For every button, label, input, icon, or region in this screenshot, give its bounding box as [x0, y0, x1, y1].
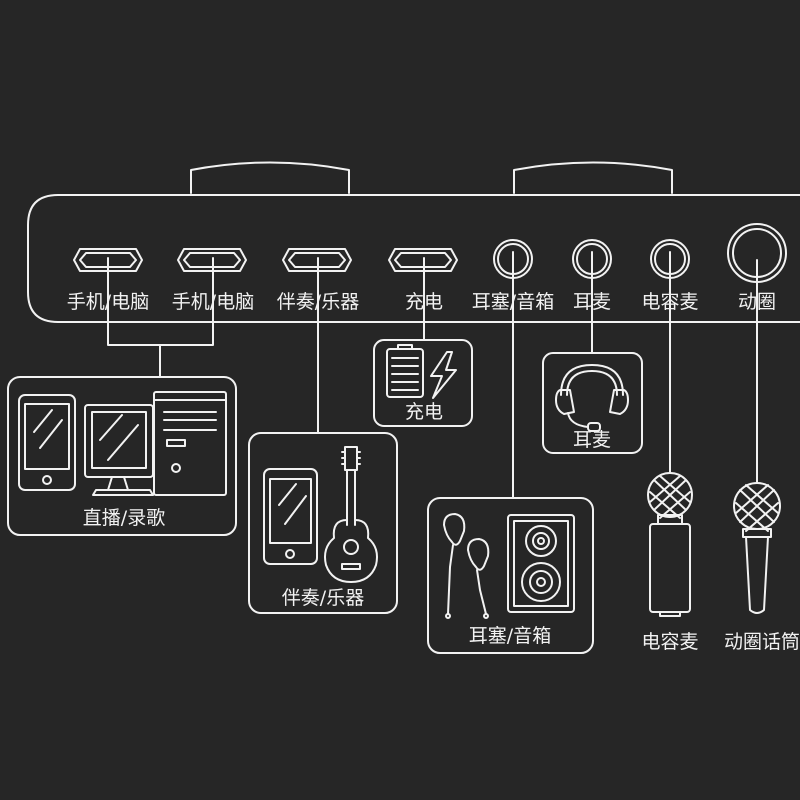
device-label-accompaniment: 伴奏/乐器 — [282, 587, 364, 609]
device-label-charging: 充电 — [405, 401, 443, 423]
condenser-microphone-icon — [647, 472, 693, 617]
port-usb-2[interactable] — [177, 248, 247, 272]
guitar-icon — [324, 446, 378, 583]
desktop-computer-icon — [84, 391, 227, 496]
headset-icon — [555, 364, 629, 432]
port-usb-1[interactable] — [73, 248, 143, 272]
port-label-3: 伴奏/乐器 — [277, 291, 359, 313]
dynamic-microphone-icon — [733, 482, 781, 614]
earphones-icon — [443, 513, 490, 619]
device-label-earbuds-speaker: 耳塞/音箱 — [469, 625, 551, 647]
device-box-live-record — [7, 376, 237, 536]
port-usb-4[interactable] — [388, 248, 458, 272]
device-label-condenser-mic: 电容麦 — [641, 631, 698, 653]
port-label-8: 动圈 — [738, 291, 776, 313]
knob-right[interactable] — [513, 161, 673, 194]
port-label-4: 充电 — [405, 291, 443, 313]
device-box-accompaniment — [248, 432, 398, 614]
port-label-1: 手机/电脑 — [67, 291, 149, 313]
device-label-live-record: 直播/录歌 — [83, 507, 165, 529]
smartphone-icon — [263, 468, 318, 565]
device-label-dynamic-mic: 动圈话筒 — [724, 631, 800, 653]
battery-charging-icon — [386, 344, 457, 399]
device-box-charging — [373, 339, 473, 427]
device-box-headset — [542, 352, 643, 454]
port-label-5: 耳塞/音箱 — [472, 291, 554, 313]
port-label-2: 手机/电脑 — [172, 291, 254, 313]
speaker-icon — [507, 514, 575, 613]
device-box-earbuds-speaker — [427, 497, 594, 654]
connection-lines — [107, 251, 758, 499]
knob-left[interactable] — [190, 161, 350, 194]
port-label-7: 电容麦 — [641, 291, 698, 313]
port-label-6: 耳麦 — [573, 291, 611, 313]
port-usb-3[interactable] — [282, 248, 352, 272]
device-label-headset: 耳麦 — [573, 429, 611, 451]
sound-card-body — [27, 161, 800, 323]
smartphone-icon — [18, 394, 76, 491]
